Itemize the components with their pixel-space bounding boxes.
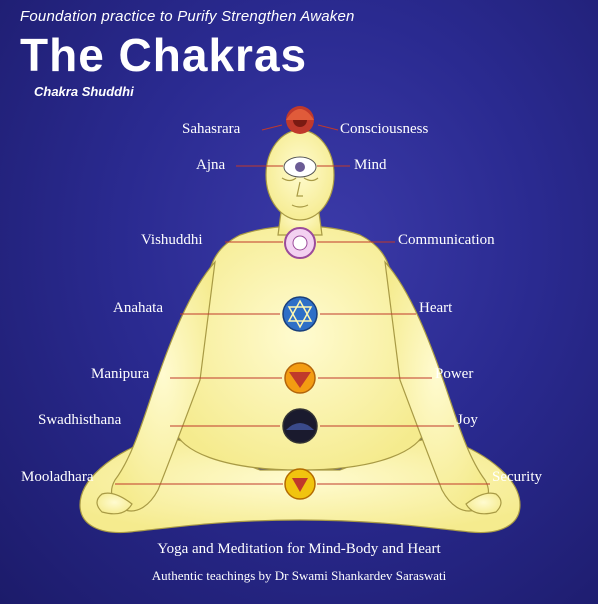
face-features [281,177,319,208]
page-title: The Chakras [20,29,308,81]
subtitle: Chakra Shuddhi [34,84,134,99]
connector-lines [115,124,490,485]
tagline: Foundation practice to Purify Strengthen… [20,8,355,25]
chakra-name-manipura: Manipura [91,366,150,382]
chakra-name-ajna: Ajna [196,157,226,173]
chakra-name-vishuddhi: Vishuddhi [141,232,203,248]
footer-line-2: Authentic teachings by Dr Swami Shankard… [151,568,447,583]
chakra-meaning-communication: Communication [398,232,495,248]
footer-line-1: Yoga and Meditation for Mind-Body and He… [157,541,441,557]
chakra-meaning-consciousness: Consciousness [340,121,429,137]
chakra-name-mooladhara: Mooladhara [21,469,94,485]
figure-silhouette [79,129,521,534]
chakra-name-sahasrara: Sahasrara [182,121,241,137]
mooladhara-chakra-icon [284,468,316,500]
hands [96,492,502,515]
chakra-meaning-mind: Mind [354,157,387,173]
chakra-name-swadhisthana: Swadhisthana [38,412,122,428]
chakra-meaning-power: Power [435,366,474,382]
vishuddhi-chakra-icon [284,227,316,259]
sahasrara-chakra-icon [286,106,314,134]
chakra-meaning-heart: Heart [419,300,453,316]
anahata-chakra-icon [282,296,318,332]
ajna-chakra-icon [283,156,317,178]
chakra-name-anahata: Anahata [113,300,163,316]
chakra-meaning-security: Security [492,469,542,485]
swadhisthana-chakra-icon [282,408,318,444]
chakra-meaning-joy: Joy [457,412,478,428]
manipura-chakra-icon [284,362,316,394]
